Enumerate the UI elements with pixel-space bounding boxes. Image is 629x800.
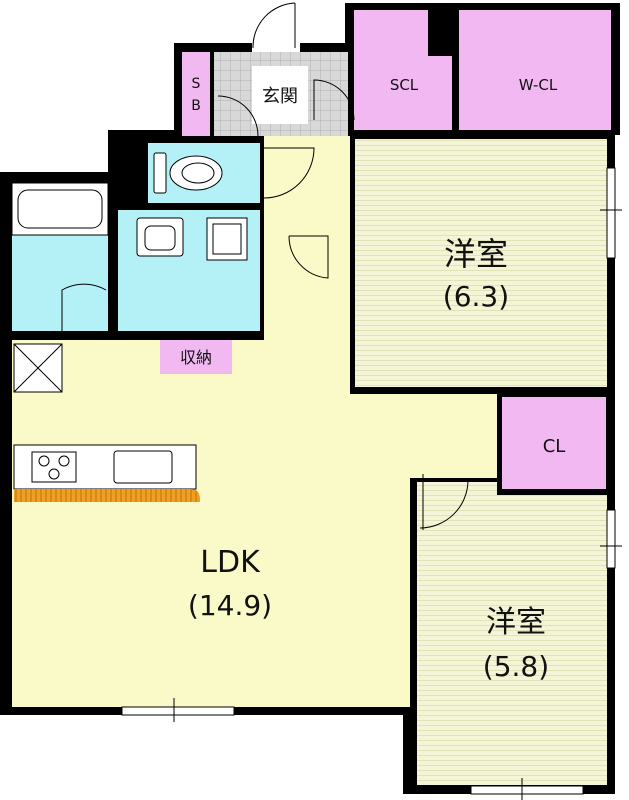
stove-icon: [31, 451, 77, 483]
shuno-label: 収納: [180, 348, 212, 367]
closet-cl: CL: [502, 397, 606, 489]
entrance: 玄関: [214, 52, 348, 136]
scl-closet: SCL: [354, 10, 452, 130]
bedroom-1-name: 洋室: [444, 235, 508, 273]
shoe-box: S B: [182, 52, 210, 136]
toilet-tank-icon: [153, 152, 167, 194]
bedroom-2: 洋室 (5.8): [417, 482, 607, 785]
toilet-bowl-icon: [169, 155, 223, 191]
genkan-label: 玄関: [262, 86, 298, 107]
bathroom: [11, 182, 109, 331]
washroom: [118, 210, 260, 331]
washing-machine-icon: [206, 217, 248, 261]
bath-door-icon: [61, 283, 107, 331]
bathtub-icon: [11, 182, 109, 236]
sb-label-top: S: [192, 76, 201, 92]
door-swings: [217, 79, 469, 530]
walk-in-closet: W-CL: [459, 10, 611, 130]
ldk-name: LDK: [200, 545, 261, 580]
storage: 収納: [160, 340, 232, 374]
scl-label: SCL: [390, 76, 419, 94]
bedroom-1-size: (6.3): [443, 280, 509, 313]
ldk-size: (14.9): [188, 589, 272, 622]
sink-icon: [113, 450, 173, 484]
cl-label: CL: [543, 436, 566, 457]
bedroom-1: 洋室 (6.3): [355, 139, 607, 387]
corridor: [264, 136, 350, 341]
washbasin-icon: [136, 217, 184, 257]
ldk: LDK (14.9): [12, 340, 497, 707]
bedroom-2-name: 洋室: [486, 605, 546, 640]
sb-label-bottom: B: [191, 98, 201, 114]
front-door: [252, 2, 300, 52]
windows: [121, 167, 622, 800]
toilet-room: [148, 143, 260, 203]
wcl-label: W-CL: [519, 76, 558, 94]
bedroom-2-size: (5.8): [483, 650, 549, 683]
